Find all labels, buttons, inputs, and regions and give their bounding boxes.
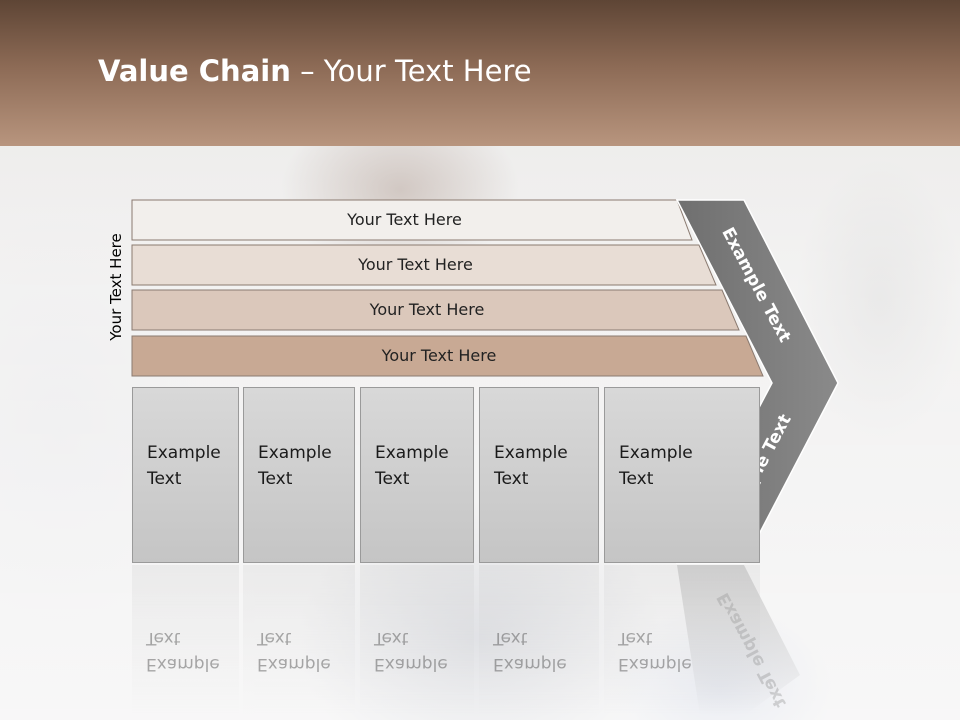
activity-box-line1: Example xyxy=(258,443,332,463)
title-bold: Value Chain xyxy=(98,54,291,88)
value-chain-row-3[interactable] xyxy=(131,289,740,331)
header-bar xyxy=(0,0,960,146)
value-chain-row-label: Your Text Here xyxy=(381,346,497,365)
value-chain-row-label: Your Text Here xyxy=(369,300,485,319)
value-chain-row-label: Your Text Here xyxy=(347,210,462,229)
value-chain-row-2[interactable] xyxy=(131,244,717,286)
activity-box-line2: Text xyxy=(619,469,654,489)
activity-box-line1: Example xyxy=(494,443,568,463)
value-chain-row-4[interactable] xyxy=(131,335,764,377)
activity-box-line1: Example xyxy=(619,443,693,463)
value-chain-row-label: Your Text Here xyxy=(358,255,473,274)
activity-box-line2: Text xyxy=(258,469,293,489)
activity-box-line2: Text xyxy=(375,469,410,489)
activity-box-line2: Text xyxy=(147,469,182,489)
value-chain-row-1[interactable] xyxy=(131,199,693,241)
slide-title[interactable]: Value Chain – Your Text Here xyxy=(98,54,532,88)
activity-box-line1: Example xyxy=(147,443,221,463)
title-rest: – Your Text Here xyxy=(290,54,532,88)
activity-box-line1: Example xyxy=(375,443,449,463)
chevron-arrow-reflection xyxy=(677,565,800,715)
activity-box-line2: Text xyxy=(494,469,529,489)
